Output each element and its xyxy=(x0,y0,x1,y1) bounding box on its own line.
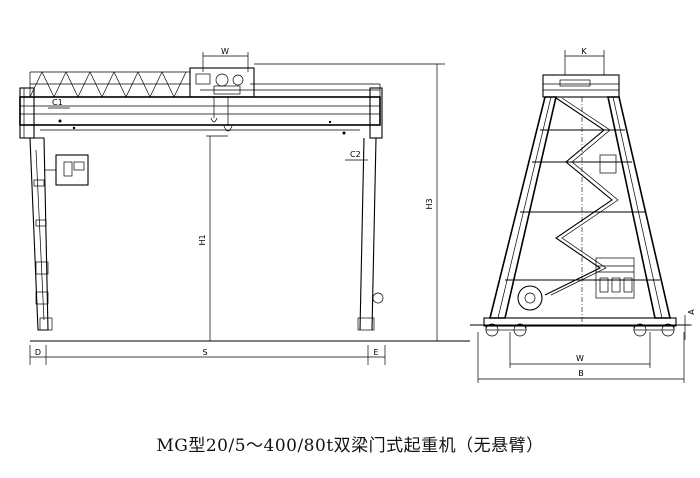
dim-k-label: K xyxy=(581,47,587,56)
walkway-railing xyxy=(29,71,381,98)
left-leg xyxy=(19,87,89,331)
wheel-group-left xyxy=(485,323,527,337)
caption: MG型20/5～400/80t双梁门式起重机（无悬臂） xyxy=(156,436,544,456)
dim-w-label: W xyxy=(221,47,229,56)
dim-b-label: B xyxy=(578,369,584,378)
dim-s-label: S xyxy=(202,348,207,357)
side-view: K xyxy=(470,47,696,383)
dim-a-label: A xyxy=(687,309,696,315)
dim-c1-label: C1 xyxy=(52,98,63,107)
front-view: W C1 xyxy=(19,47,470,365)
right-leg xyxy=(357,87,384,331)
dim-c2-label: C2 xyxy=(350,150,361,159)
main-girder xyxy=(19,96,381,131)
dim-d-label: D xyxy=(35,348,41,357)
wheel-group-right xyxy=(633,323,675,337)
dim-h3-label: H3 xyxy=(425,198,434,209)
trolley xyxy=(189,67,255,132)
dim-side-w-label: W xyxy=(576,354,584,363)
dim-h1-label: H1 xyxy=(198,234,207,245)
dim-e-label: E xyxy=(373,348,378,357)
